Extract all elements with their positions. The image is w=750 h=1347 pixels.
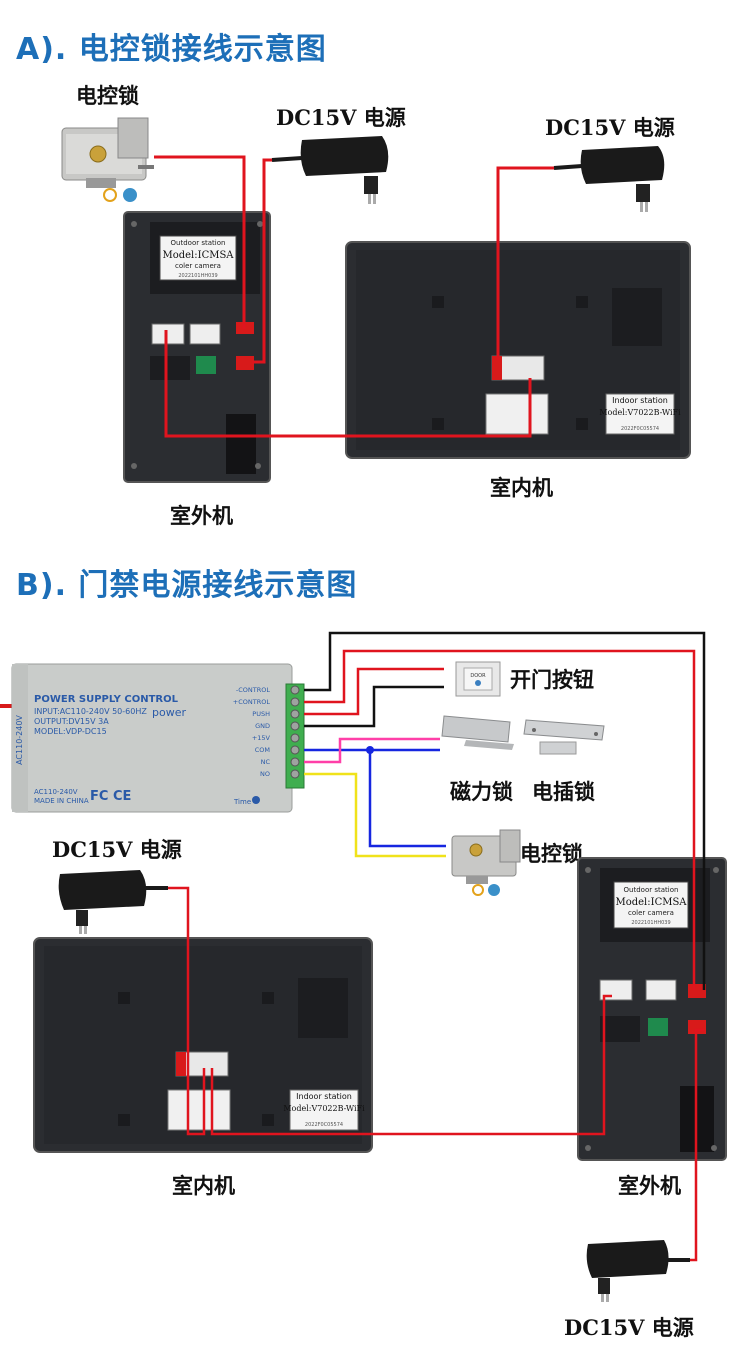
indoor-b-sticker-2: Model:V7022B-WiFi bbox=[283, 1104, 365, 1113]
wires-a bbox=[154, 155, 554, 438]
psu-power-word: power bbox=[152, 706, 186, 719]
power-adapter-a1 bbox=[271, 136, 389, 204]
psu-marks: FC CE bbox=[90, 789, 131, 804]
adapter-label-a2: DC15V 电源 bbox=[545, 115, 675, 140]
psu-terminal-screw bbox=[290, 697, 300, 707]
section-b-diagram: AC110-240V POWER SUPPLY CONTROL power IN… bbox=[0, 631, 727, 1302]
outdoor-a-sticker-4: 2022101HH039 bbox=[178, 273, 217, 279]
psu-terminal-label: NC bbox=[261, 758, 271, 766]
outdoor-station-a: Outdoor station Model:ICMSA coler camera… bbox=[123, 211, 271, 483]
psu-terminal-screw bbox=[290, 757, 300, 767]
indoor-a-sticker-2: Model:V7022B-WiFi bbox=[599, 408, 681, 417]
exit-button-text: DOOR bbox=[470, 673, 486, 679]
psu-output: OUTPUT:DV15V 3A bbox=[34, 717, 109, 726]
indoor-b-sticker-3: 2022F0C05574 bbox=[305, 1122, 343, 1128]
bolt-lock-label: 电插锁 bbox=[532, 779, 595, 804]
outdoor-a-sticker-3: coler camera bbox=[175, 262, 221, 270]
magnetic-lock-label: 磁力锁 bbox=[450, 779, 513, 804]
electric-lock-b bbox=[451, 829, 521, 896]
bolt-lock bbox=[523, 719, 605, 755]
psu-terminal-screw bbox=[290, 721, 300, 731]
power-adapter-b-left bbox=[58, 870, 168, 934]
psu-terminal-label: COM bbox=[255, 746, 270, 754]
outdoor-station-b: Outdoor station Model:ICMSA coler camera… bbox=[577, 857, 727, 1161]
indoor-label-a: 室内机 bbox=[490, 475, 553, 500]
psu-terminal-screw bbox=[290, 733, 300, 743]
indoor-a-sticker-1: Indoor station bbox=[612, 396, 668, 405]
outdoor-b-sticker-2: Model:ICMSA bbox=[615, 897, 687, 908]
lock-label-a: 电控锁 bbox=[76, 83, 139, 108]
section-a-title: A). 电控锁接线示意图 bbox=[16, 32, 327, 67]
psu-terminal-label: GND bbox=[255, 722, 270, 730]
outdoor-b-sticker-1: Outdoor station bbox=[624, 886, 679, 894]
indoor-label-b: 室内机 bbox=[172, 1173, 235, 1198]
outdoor-label-a: 室外机 bbox=[170, 503, 233, 528]
psu-terminal-screw bbox=[290, 709, 300, 719]
psu-terminal-label: +CONTROL bbox=[233, 698, 271, 706]
exit-button: DOOR bbox=[455, 661, 501, 697]
indoor-a-sticker-3: 2022F0C05574 bbox=[621, 426, 659, 432]
power-supply-control: AC110-240V POWER SUPPLY CONTROL power IN… bbox=[0, 663, 305, 813]
adapter-label-b-left: DC15V 电源 bbox=[52, 837, 182, 862]
outdoor-a-sticker-2: Model:ICMSA bbox=[162, 250, 234, 261]
section-b-title: B). 门禁电源接线示意图 bbox=[16, 568, 358, 603]
psu-terminal-label: PUSH bbox=[252, 710, 270, 718]
power-adapter-b-bottom bbox=[586, 1240, 690, 1302]
psu-model: MODEL:VDP-DC15 bbox=[34, 727, 107, 736]
psu-terminal-label: NO bbox=[260, 770, 270, 778]
outdoor-a-sticker-1: Outdoor station bbox=[171, 239, 226, 247]
psu-terminal-screw bbox=[290, 685, 300, 695]
section-a-diagram: Outdoor station Model:ICMSA coler camera… bbox=[61, 117, 691, 483]
electric-lock-label-b: 电控锁 bbox=[520, 841, 583, 866]
psu-terminal-label: +15V bbox=[252, 734, 271, 742]
psu-terminal-screws bbox=[290, 685, 300, 779]
exit-button-label: 开门按钮 bbox=[510, 667, 594, 692]
adapter-label-a1: DC15V 电源 bbox=[276, 105, 406, 130]
wires-b bbox=[168, 631, 706, 1262]
psu-bottom1: AC110-240V bbox=[34, 788, 78, 796]
psu-time: Time bbox=[233, 798, 251, 806]
indoor-station-a: Indoor station Model:V7022B-WiFi 2022F0C… bbox=[345, 241, 691, 459]
psu-input: INPUT:AC110-240V 50-60HZ bbox=[34, 707, 147, 716]
outdoor-b-sticker-4: 2022101HH039 bbox=[631, 920, 670, 926]
magnetic-lock bbox=[441, 715, 514, 750]
psu-terminal-labels: -CONTROL +CONTROL PUSH GND +15V COM NC NO bbox=[233, 686, 271, 778]
indoor-b-sticker-1: Indoor station bbox=[296, 1092, 352, 1101]
power-adapter-a2 bbox=[553, 146, 665, 212]
psu-terminal-screw bbox=[290, 769, 300, 779]
psu-title: POWER SUPPLY CONTROL bbox=[34, 694, 179, 705]
electric-lock-a bbox=[61, 117, 154, 202]
outdoor-b-sticker-3: coler camera bbox=[628, 909, 674, 917]
psu-terminal-label: -CONTROL bbox=[236, 686, 270, 694]
psu-terminal-screw bbox=[290, 745, 300, 755]
psu-bottom2: MADE IN CHINA bbox=[34, 797, 89, 805]
outdoor-label-b: 室外机 bbox=[618, 1173, 681, 1198]
psu-side-text: AC110-240V bbox=[15, 715, 24, 765]
adapter-label-b-bottom: DC15V 电源 bbox=[564, 1315, 694, 1340]
